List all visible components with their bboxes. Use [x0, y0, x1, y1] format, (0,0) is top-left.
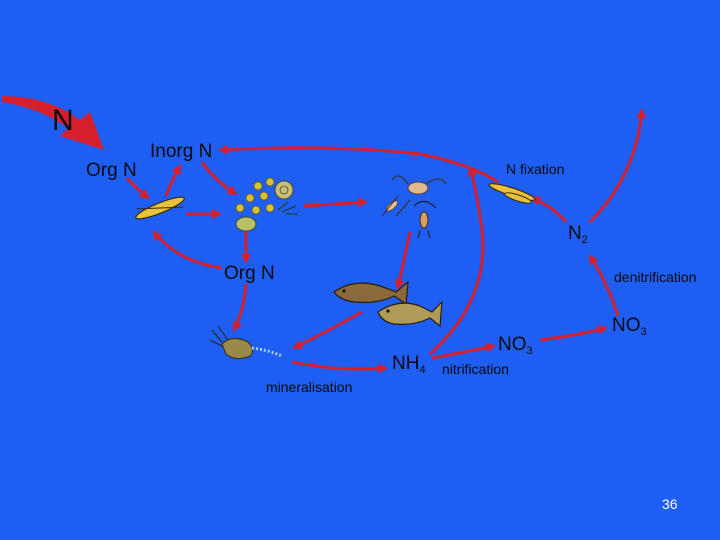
nitrification-label: nitrification [442, 361, 509, 377]
arrow-fish-to-decomposer [292, 310, 363, 350]
no3-right-label: NO3 [612, 315, 647, 338]
arrow-orgn-to-cell-loop [152, 230, 223, 270]
arrow-inorgn-to-phyto [200, 161, 238, 196]
decomposer-icon [209, 325, 283, 360]
arrow-orgn-to-decomposer [232, 283, 248, 332]
arrow-cell-to-inorgn [164, 164, 182, 197]
arrow-no3-to-no3 [539, 325, 608, 342]
mineralisation-label: mineralisation [266, 379, 353, 395]
no3-left-label: NO3 [498, 334, 533, 357]
arrow-mineralisation [291, 360, 388, 374]
arrow-zoo-to-fish [394, 231, 412, 290]
arrow-nitrification [431, 342, 496, 360]
n2-label: N2 [568, 223, 588, 246]
arrow-phyto-to-zoo [303, 197, 368, 208]
n-fixation-label: N fixation [506, 161, 565, 177]
arrow-orgn-to-cell [125, 176, 150, 200]
arrow-n2-to-fixation [530, 196, 568, 223]
denitrification-label: denitrification [614, 269, 697, 285]
zooplankton-icon [381, 175, 447, 239]
slide-number: 36 [662, 496, 678, 512]
org-n-top-label: Org N [86, 160, 137, 181]
arrow-fixation-to-inorgn [218, 144, 499, 184]
arrow-denitrification [588, 254, 620, 317]
algae-cell-icon [135, 196, 185, 220]
inorg-n-label: Inorg N [150, 141, 213, 162]
cyanobacteria-icon [488, 183, 536, 204]
nh4-label: NH4 [392, 353, 426, 376]
n-input-label: N [52, 104, 74, 137]
org-n-mid-label: Org N [224, 263, 275, 284]
arrow-n2-to-atmosphere [588, 108, 647, 224]
n-input-arrow [2, 96, 104, 150]
fish-icon [333, 280, 443, 328]
phytoplankton-cluster-icon [235, 177, 298, 232]
arrow-nh4-loop [428, 166, 485, 356]
